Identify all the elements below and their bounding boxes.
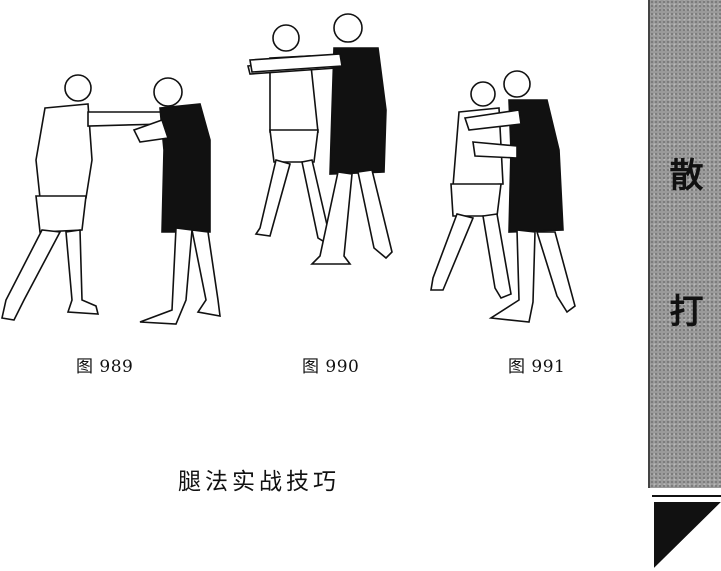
section-side-tab: 散 打 — [648, 0, 721, 571]
figure-990-illustration — [240, 0, 420, 340]
fighter-pair-989 — [1, 74, 221, 325]
figure-991-illustration — [425, 0, 585, 340]
figure-989-illustration — [0, 0, 230, 340]
figure-990-caption: 图 990 — [302, 357, 360, 377]
side-tab-char-bottom: 打 — [669, 292, 704, 332]
side-tab-char-top: 散 — [669, 156, 704, 196]
fighter-pair-991 — [430, 70, 576, 323]
page-footer-title: 腿法实战技巧 — [178, 469, 340, 495]
figure-989-caption: 图 989 — [76, 357, 134, 377]
figure-991-caption: 图 991 — [508, 357, 566, 377]
fighter-pair-990 — [247, 13, 393, 265]
side-tab-corner-triangle — [648, 488, 721, 571]
